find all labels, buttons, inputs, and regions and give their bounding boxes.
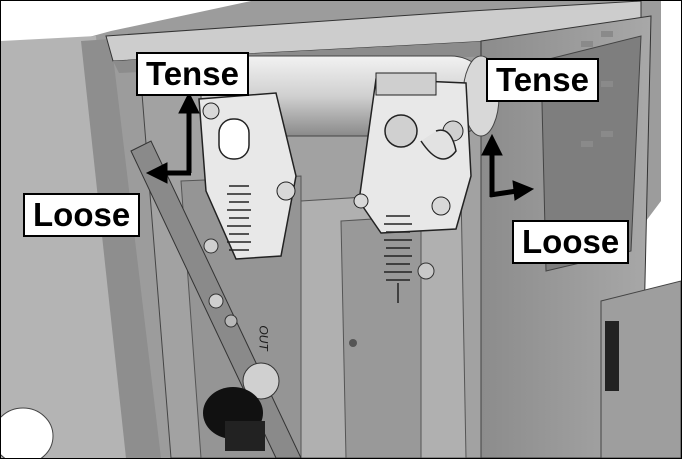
tense-label-left: Tense xyxy=(136,52,249,96)
loose-label-right: Loose xyxy=(512,220,629,264)
panel-marking-out: OUT xyxy=(257,325,271,350)
loose-label-left: Loose xyxy=(23,193,140,237)
tense-label-right: Tense xyxy=(486,58,599,102)
